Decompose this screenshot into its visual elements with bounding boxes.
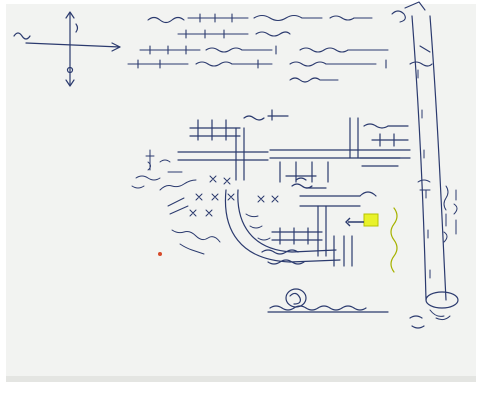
left-labels [131,149,221,255]
paper-sheet [6,4,476,379]
house-markers [189,175,279,217]
compass-rose [13,11,121,87]
red-dot [158,252,162,256]
highlighted-plot [345,213,379,227]
header-handwriting [127,1,433,83]
paper-shadow [6,376,476,382]
highlight-annotation [390,207,398,273]
building-cluster-lower [261,177,377,267]
bottom-signature [267,288,425,329]
curved-road [224,189,341,263]
right-margin-notes [417,179,458,243]
right-road [411,15,459,321]
